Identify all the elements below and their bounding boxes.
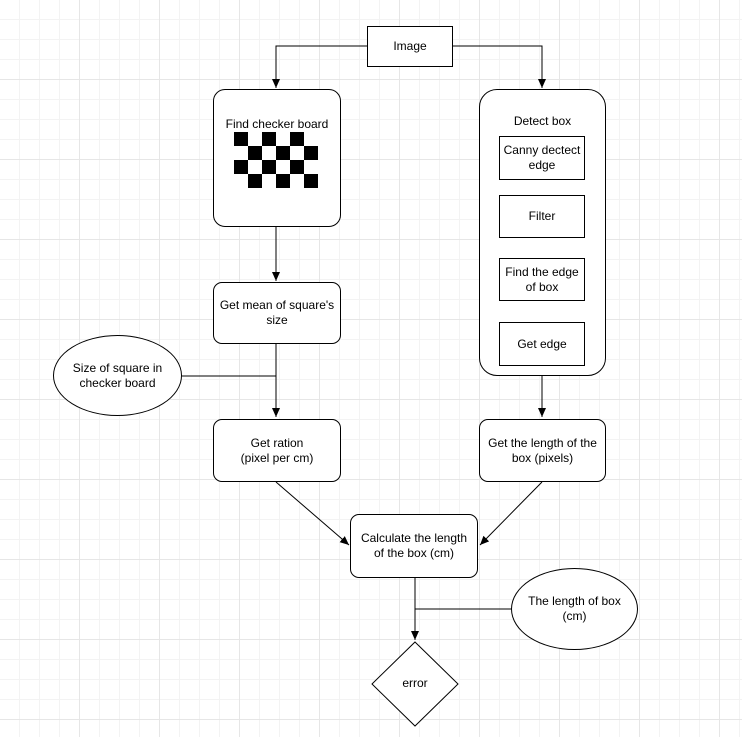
size-of-square-label: Size of square in checker board [72, 360, 163, 390]
find-edge-node[interactable]: Find the edge of box [499, 258, 585, 301]
get-ration-node[interactable]: Get ration (pixel per cm) [213, 419, 341, 482]
find-checker-board-node[interactable]: Find checker board [213, 89, 341, 227]
get-edge-label: Get edge [517, 336, 567, 351]
filter-node[interactable]: Filter [499, 195, 585, 238]
canny-label: Canny dectect edge [503, 143, 581, 172]
find-checker-board-label: Find checker board [225, 117, 329, 131]
filter-label: Filter [528, 209, 556, 223]
get-edge-node[interactable]: Get edge [499, 322, 585, 366]
get-ration-label: Get ration (pixel per cm) [240, 435, 314, 465]
length-of-box-label: The length of box (cm) [528, 594, 621, 623]
calculate-length-label: Calculate the length of the box (cm) [360, 531, 468, 560]
detect-box-label: Detect box [513, 114, 572, 128]
get-mean-node[interactable]: Get mean of square's size [213, 282, 341, 344]
find-edge-label: Find the edge of box [505, 264, 579, 294]
image-label: Image [393, 39, 427, 53]
checkerboard-image [234, 132, 318, 188]
get-length-pixels-node[interactable]: Get the length of the box (pixels) [479, 419, 606, 482]
get-mean-label: Get mean of square's size [219, 298, 335, 327]
get-length-pixels-label: Get the length of the box (pixels) [488, 435, 597, 465]
length-of-box-node[interactable]: The length of box (cm) [511, 568, 638, 650]
error-label: error [402, 676, 428, 690]
calculate-length-node[interactable]: Calculate the length of the box (cm) [350, 514, 478, 578]
canny-node[interactable]: Canny dectect edge [499, 136, 585, 180]
edge-image-to-checker [272, 45, 367, 88]
error-diamond[interactable] [371, 641, 459, 727]
edge-length-to-calc [479, 481, 543, 546]
edge-ration-to-calc [275, 481, 350, 546]
image-node[interactable]: Image [367, 26, 453, 67]
edge-image-to-detect [453, 45, 546, 88]
size-of-square-node[interactable]: Size of square in checker board [53, 335, 182, 416]
